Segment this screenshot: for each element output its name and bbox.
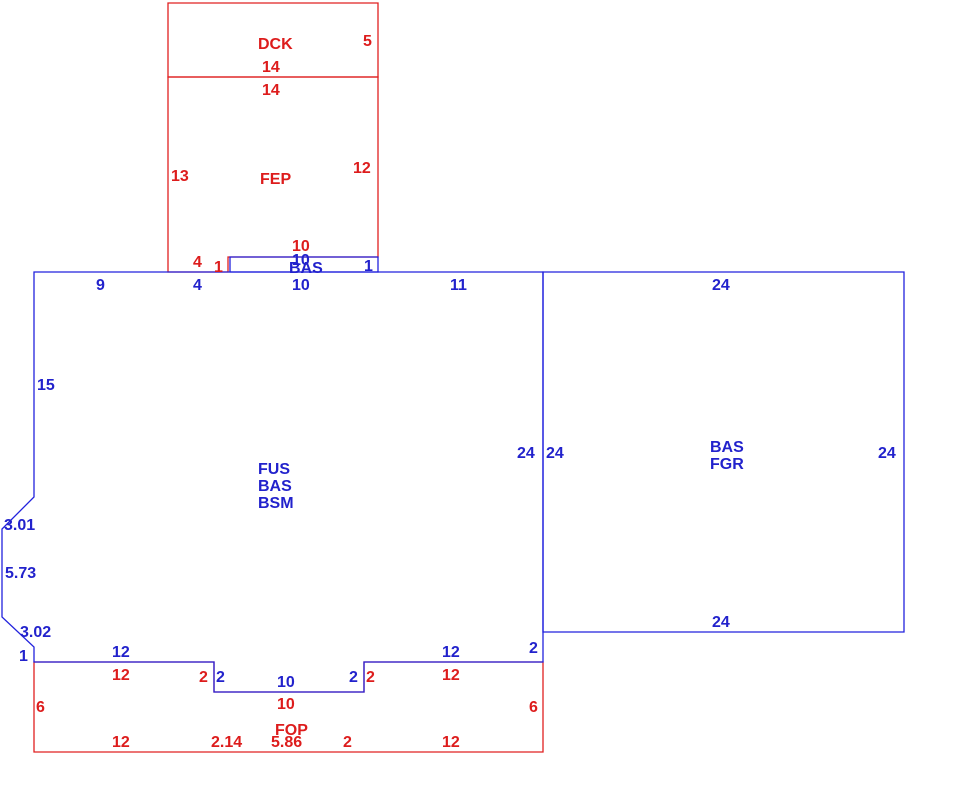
main-label-bsm: BSM — [258, 495, 294, 512]
main-label-fus: FUS — [258, 461, 290, 478]
main-dim-top-a: 9 — [96, 277, 105, 294]
main-dim-chamfer-lower: 3.02 — [20, 624, 51, 641]
fop-dim-top-left: 12 — [112, 667, 130, 684]
main-dim-chamfer-upper: 3.01 — [4, 517, 35, 534]
main-dim-bottom-right: 12 — [442, 644, 460, 661]
fop-dim-bottom-d: 2 — [343, 734, 352, 751]
fop-dim-step-left: 2 — [199, 669, 208, 686]
main-dim-step-right: 2 — [349, 669, 358, 686]
garage-dim-left: 24 — [546, 445, 564, 462]
bay-label: BAS — [289, 260, 323, 277]
garage-dim-right: 24 — [878, 445, 896, 462]
deck-label: DCK — [258, 36, 293, 53]
main-dim-top-c: 10 — [292, 277, 310, 294]
main-dim-left-lower: 5.73 — [5, 565, 36, 582]
main-house-outline — [1, 271, 544, 693]
garage-dim-top: 24 — [712, 277, 730, 294]
garage-dim-bottom: 24 — [712, 614, 730, 631]
garage-label-bas: BAS — [710, 439, 744, 456]
fop-dim-step-right: 2 — [366, 669, 375, 686]
main-dim-top-b: 4 — [193, 277, 202, 294]
main-dim-top-d: 11 — [450, 277, 467, 294]
fep-dim-top: 14 — [262, 82, 280, 99]
main-dim-right-step: 2 — [529, 640, 538, 657]
garage-outline — [542, 271, 905, 633]
bay-dim-right: 1 — [364, 258, 373, 275]
deck-dim-bottom: 14 — [262, 59, 280, 76]
main-label-bas: BAS — [258, 478, 292, 495]
main-dim-right: 24 — [517, 445, 535, 462]
fop-dim-bottom-b: 2.14 — [211, 734, 242, 751]
fep-dim-bottom: 10 — [292, 238, 310, 255]
fep-dim-right: 12 — [353, 160, 371, 177]
bay-dim-top: 10 — [292, 252, 310, 269]
fop-label: FOP — [275, 722, 308, 739]
fop-dim-bottom-c: 5.86 — [271, 734, 302, 751]
fop-dim-top-mid: 10 — [277, 696, 295, 713]
fep-dim-left: 13 — [171, 168, 189, 185]
main-dim-bottom-left: 12 — [112, 644, 130, 661]
main-dim-left: 15 — [37, 377, 55, 394]
fep-dim-step-left: 4 — [193, 254, 202, 271]
fep-dim-step-right: 1 — [214, 259, 223, 276]
fop-dim-left: 6 — [36, 699, 45, 716]
fop-dim-right: 6 — [529, 699, 538, 716]
fep-label: FEP — [260, 171, 291, 188]
main-dim-left-step: 1 — [19, 648, 28, 665]
fop-dim-top-right: 12 — [442, 667, 460, 684]
fop-dim-bottom-e: 12 — [442, 734, 460, 751]
deck-dim-right: 5 — [363, 33, 372, 50]
garage-label-fgr: FGR — [710, 456, 744, 473]
main-dim-bottom-mid: 10 — [277, 674, 295, 691]
fop-dim-bottom-a: 12 — [112, 734, 130, 751]
main-dim-step-left: 2 — [216, 669, 225, 686]
